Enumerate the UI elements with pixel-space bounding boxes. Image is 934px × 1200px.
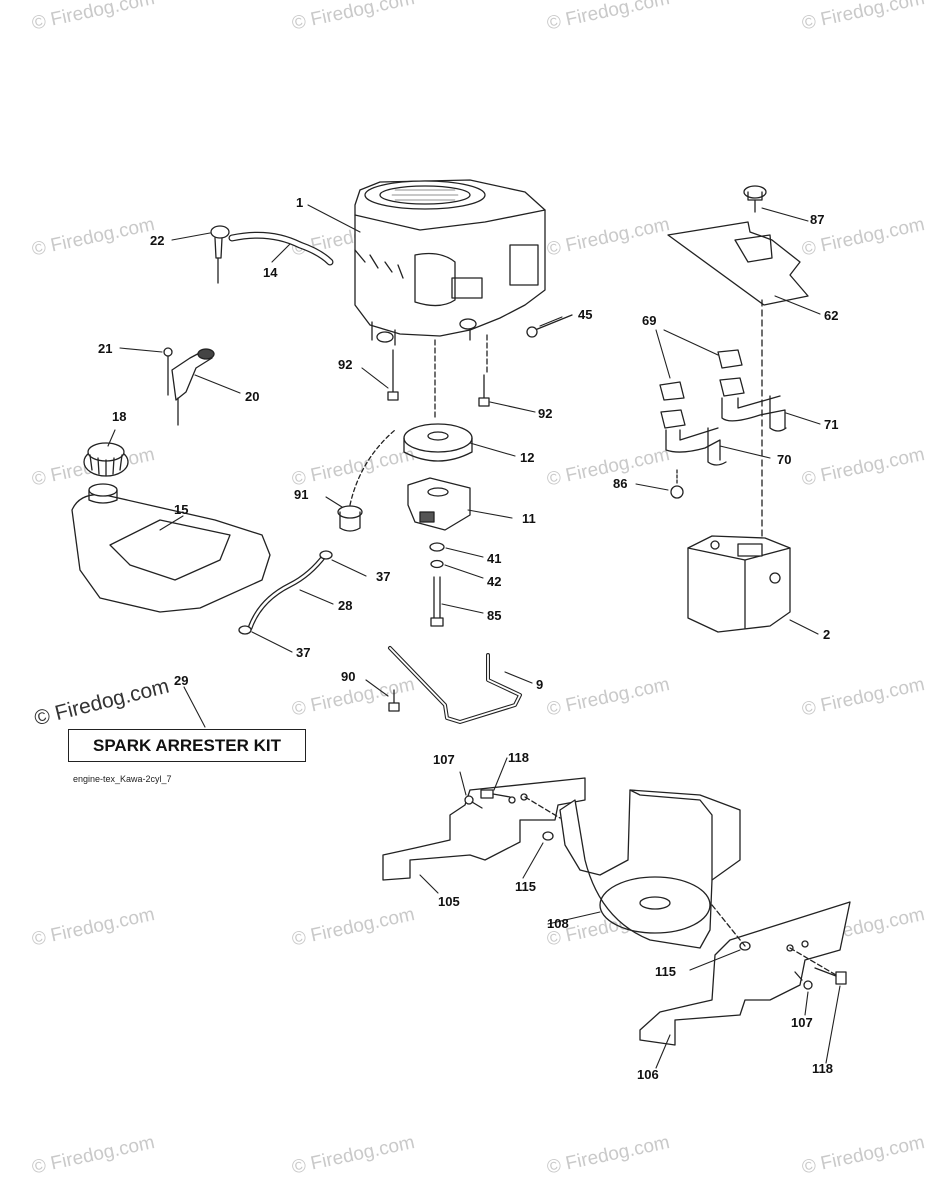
- callout-69: 69: [642, 313, 657, 328]
- bracket-106-part: [639, 901, 851, 1046]
- spark-arrester-kit-label: SPARK ARRESTER KIT: [68, 729, 306, 762]
- drawing-reference: engine-tex_Kawa-2cyl_7: [73, 774, 172, 784]
- bolt-118-part: [814, 967, 847, 985]
- callout-115: 115: [655, 964, 676, 979]
- callout-90: 90: [341, 669, 356, 684]
- bolt-92-part: [387, 349, 399, 401]
- callout-22: 22: [150, 233, 165, 248]
- muffler-2-part: [687, 535, 791, 633]
- clamp-37-part: [319, 550, 333, 560]
- callout-70: 70: [777, 452, 792, 467]
- callout-118: 118: [812, 1061, 833, 1076]
- pulley-12-part: [403, 423, 473, 462]
- bracket-105-part: [382, 777, 586, 881]
- clamp-37-part: [238, 625, 252, 635]
- washer-115-part: [542, 831, 554, 841]
- callout-37: 37: [376, 569, 391, 584]
- callout-105: 105: [438, 894, 460, 909]
- callout-11: 11: [522, 511, 536, 526]
- bolt-118-part: [480, 789, 511, 799]
- pipe-71-part: [721, 395, 787, 432]
- callout-115: 115: [515, 879, 536, 894]
- leader-lines: [107, 204, 841, 1069]
- callout-86: 86: [613, 476, 628, 491]
- callout-71: 71: [824, 417, 839, 432]
- nut-86-part: [670, 469, 684, 499]
- washer-41-part: [429, 542, 445, 552]
- callout-85: 85: [487, 608, 502, 623]
- callout-87: 87: [810, 212, 825, 227]
- callout-28: 28: [338, 598, 353, 613]
- bolt-107-part: [464, 795, 483, 809]
- callout-15: 15: [174, 502, 189, 517]
- belt-guard-108-part: [559, 789, 741, 949]
- callout-92: 92: [538, 406, 553, 421]
- gasket-69-part: [659, 349, 745, 429]
- washer-42-part: [430, 559, 444, 569]
- callout-18: 18: [112, 409, 127, 424]
- bolt-85-part: [430, 576, 444, 627]
- bolt-107-part: [794, 971, 813, 990]
- callout-1: 1: [296, 195, 304, 210]
- callout-37: 37: [296, 645, 311, 660]
- heat-shield-62-part: [667, 221, 809, 306]
- callout-14: 14: [263, 265, 278, 280]
- spacer-91-part: [337, 429, 396, 532]
- callout-9: 9: [536, 677, 544, 692]
- callout-45: 45: [578, 307, 593, 322]
- choke-assembly-part: [163, 347, 215, 426]
- knob-87-part: [743, 185, 767, 213]
- bolt-45-part: [526, 314, 573, 338]
- callout-108: 108: [547, 916, 569, 931]
- fuel-cap-part: [83, 442, 129, 477]
- callout-29: 29: [174, 673, 189, 688]
- callout-107: 107: [433, 752, 455, 767]
- bolt-92-part: [478, 374, 490, 407]
- callout-21: 21: [98, 341, 113, 356]
- callout-107: 107: [791, 1015, 813, 1030]
- callout-91: 91: [294, 487, 309, 502]
- bolt-90-part: [388, 689, 400, 712]
- screw-22-part: [210, 225, 230, 284]
- engine-part: [354, 179, 546, 346]
- callout-12: 12: [520, 450, 535, 465]
- callout-2: 2: [823, 627, 831, 642]
- callout-42: 42: [487, 574, 502, 589]
- callout-20: 20: [245, 389, 260, 404]
- pipe-70-part: [665, 427, 727, 466]
- callout-106: 106: [637, 1067, 659, 1082]
- fuel-tank-part: [71, 483, 271, 613]
- callout-41: 41: [487, 551, 502, 566]
- callout-118: 118: [508, 750, 529, 765]
- callout-62: 62: [824, 308, 839, 323]
- callout-92: 92: [338, 357, 353, 372]
- clutch-11-part: [407, 477, 471, 531]
